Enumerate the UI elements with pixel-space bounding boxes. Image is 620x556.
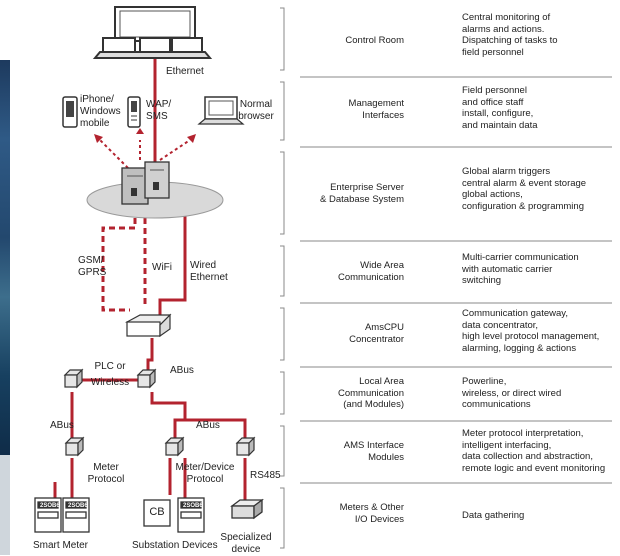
abus-left-label: ABus — [50, 420, 74, 431]
substation-devices-label: Substation Devices — [132, 540, 218, 551]
abus-right-link — [185, 418, 247, 440]
wireless-links — [101, 208, 147, 312]
wap-label: WAP/SMS — [146, 99, 172, 122]
abus-mid-link — [150, 392, 187, 440]
wifi-label: WiFi — [152, 262, 172, 273]
abus-mid-label: ABus — [196, 420, 220, 431]
specialized-device — [230, 498, 264, 520]
abus-top-label: ABus — [170, 365, 194, 376]
wired-ethernet-link — [158, 205, 187, 320]
management-arrows — [99, 139, 191, 169]
module-wireless — [136, 368, 157, 389]
cropped-image-strip — [0, 60, 10, 455]
layer-desc-amscpu: Communication gateway,data concentrator,… — [462, 308, 600, 354]
substation-devices — [143, 497, 205, 533]
meter-brand-labels: 2SOB6 2SOB6 2SOB6 — [40, 503, 203, 509]
layer-separators — [300, 76, 612, 484]
module-mid — [164, 436, 185, 457]
ams-cpu-concentrator — [124, 313, 172, 338]
meter-brand-1: 2SOB6 — [40, 503, 60, 509]
meter-brand-2: 2SOB6 — [68, 503, 88, 509]
ethernet-label: Ethernet — [166, 66, 204, 77]
smart-meters — [34, 497, 90, 533]
enterprise-server — [86, 161, 224, 219]
cb-label: CB — [149, 506, 165, 518]
concentrator-to-modules — [146, 338, 154, 378]
rs485-label: RS485 — [250, 470, 281, 481]
arrowheads — [94, 128, 196, 143]
cropped-panel-strip — [0, 455, 10, 555]
wired-links — [53, 52, 247, 500]
layer-name-control-room: Control Room — [345, 35, 404, 46]
phone-device — [62, 96, 78, 128]
layer-desc-ams-interface: Meter protocol interpretation,intelligen… — [462, 428, 606, 474]
interface-modules — [63, 368, 256, 457]
layer-desc-meters: Data gathering — [462, 510, 525, 521]
module-right — [235, 436, 256, 457]
wap-device — [127, 96, 141, 128]
smart-meter-label: Smart Meter — [33, 540, 89, 551]
layer-name-enterprise: Enterprise Server& Database System — [320, 182, 404, 205]
meter-brand-3: 2SOB6 — [183, 503, 203, 509]
gsm-label: GSM/GPRS — [78, 255, 107, 278]
control-room-monitors — [92, 6, 213, 59]
laptop-device — [197, 96, 245, 125]
module-plc — [63, 368, 84, 389]
module-left — [64, 436, 85, 457]
layer-brackets — [280, 7, 285, 549]
gsm-link — [101, 208, 137, 312]
